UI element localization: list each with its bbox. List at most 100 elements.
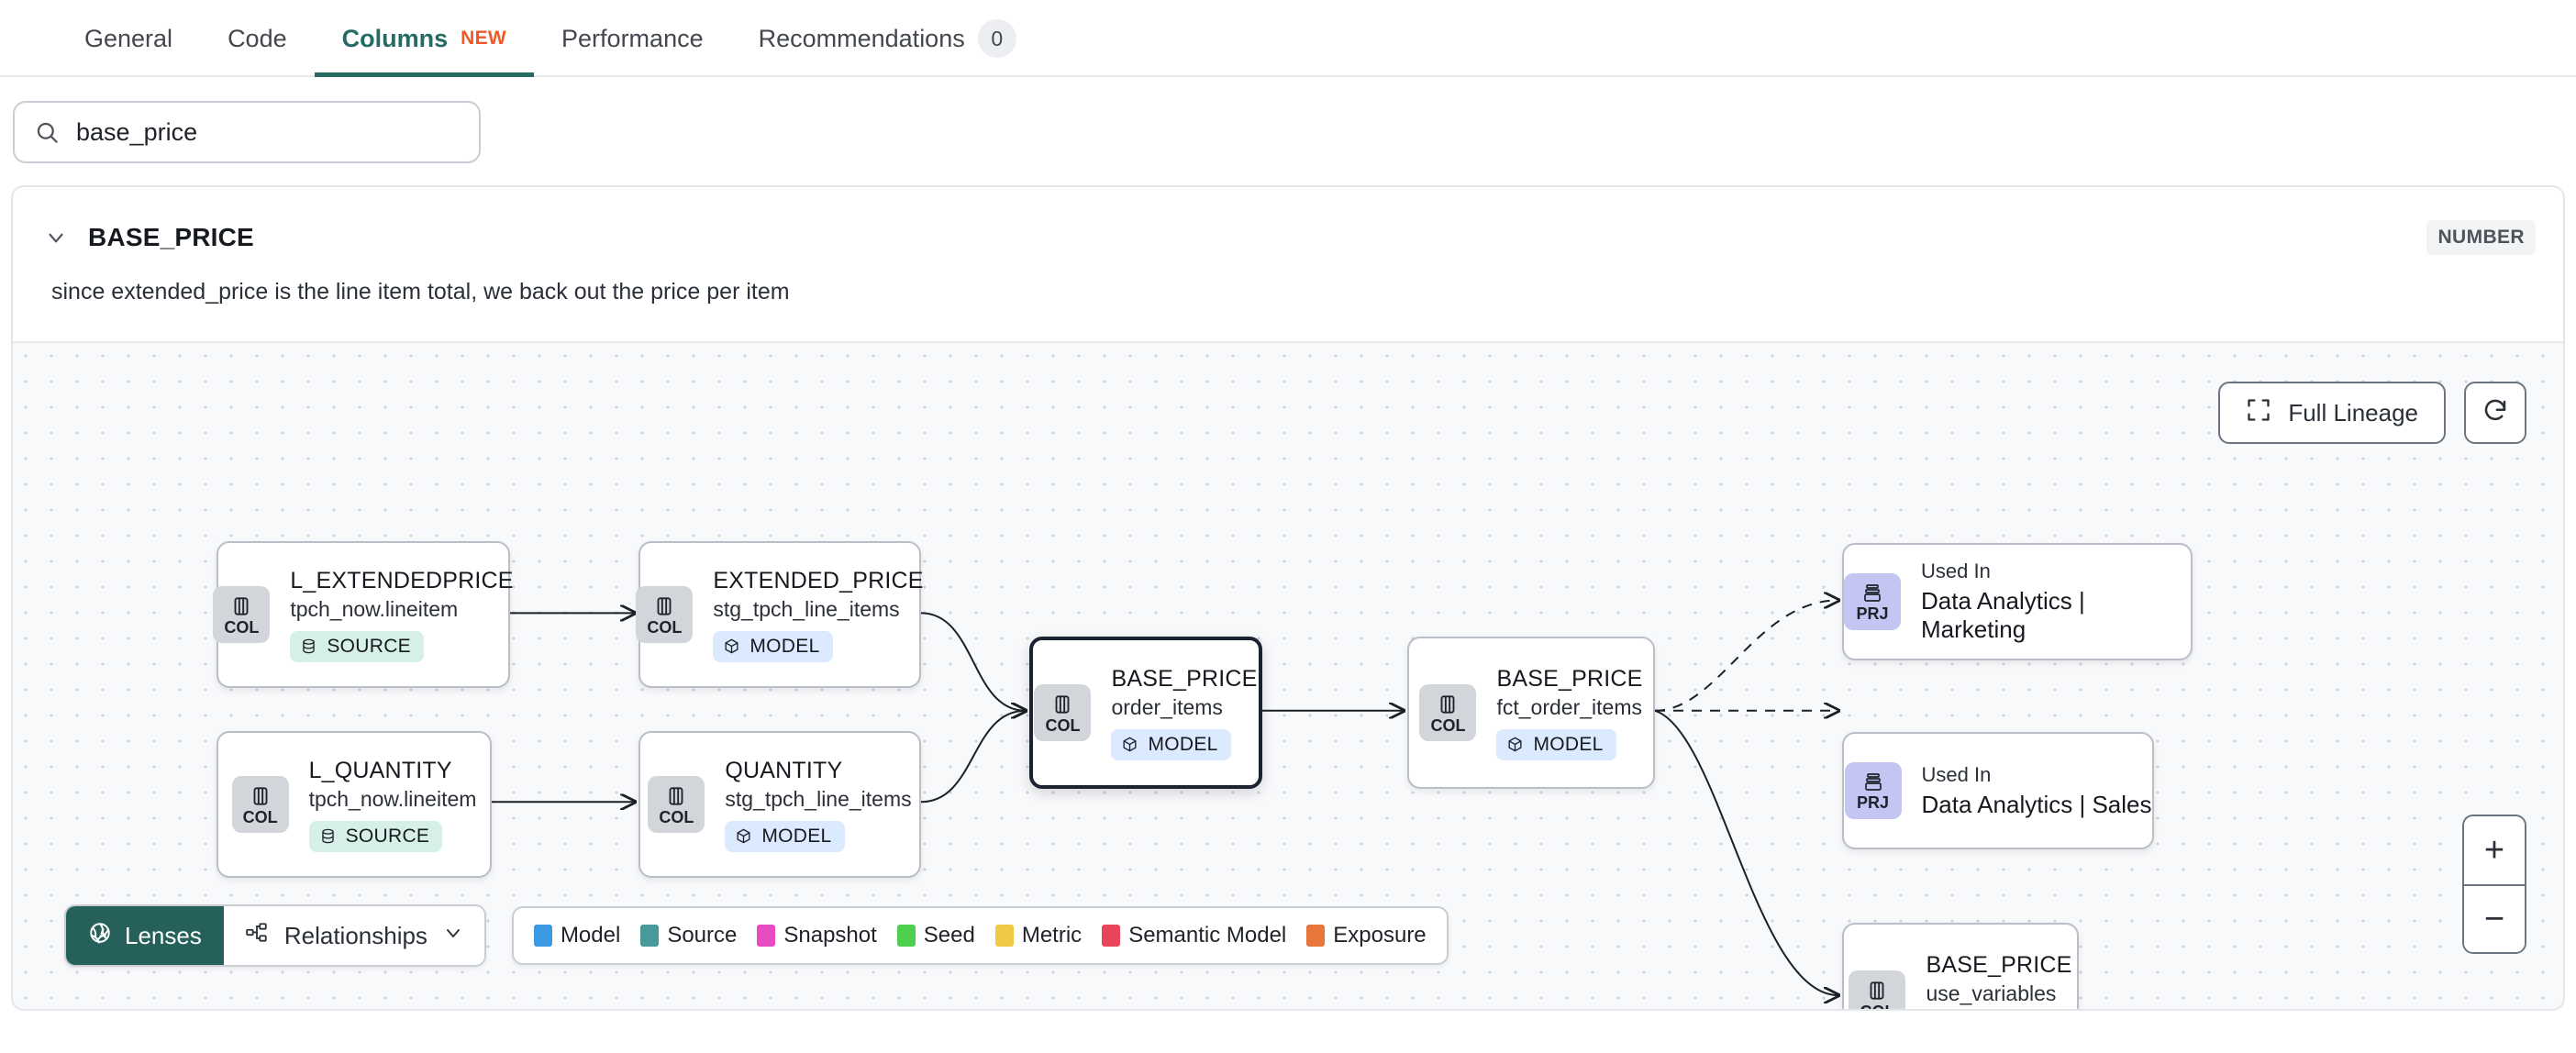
tab-recommendations[interactable]: Recommendations 0 (731, 0, 1044, 77)
tab-label: Performance (561, 24, 704, 52)
node-name: Data Analytics | Marketing (1921, 587, 2085, 643)
zoom-out-button[interactable]: − (2464, 884, 2525, 952)
node-name: QUANTITY (725, 757, 843, 783)
cube-icon (1123, 737, 1137, 752)
lineage-node-quantity[interactable]: COL QUANTITY stg_tpch_line_items MODEL (638, 731, 921, 878)
column-type-icon: COL (231, 776, 289, 833)
legend-label: Model (560, 923, 621, 948)
chevron-down-icon (442, 922, 464, 950)
badge-label: COL (659, 807, 694, 826)
full-lineage-label: Full Lineage (2288, 398, 2418, 427)
chip-label: SOURCE (345, 825, 430, 847)
column-type-badge: NUMBER (2426, 220, 2536, 255)
chip-label: MODEL (1533, 733, 1604, 755)
cube-icon (1508, 737, 1522, 752)
node-subtitle: order_items (1111, 694, 1223, 719)
node-chip-model: MODEL (713, 630, 833, 662)
search-area (0, 77, 2576, 185)
lineage-node-base-price-fct-order-items[interactable]: COL BASE_PRICE fct_order_items MODEL (1407, 637, 1655, 789)
relationships-label: Relationships (283, 921, 427, 949)
tab-label: General (84, 24, 173, 52)
zoom-in-button[interactable]: + (2464, 816, 2525, 884)
tab-code[interactable]: Code (200, 0, 315, 77)
legend-item-metric: Metric (994, 923, 1083, 948)
relationships-button[interactable]: Relationships (223, 906, 484, 965)
legend-item-model: Model (533, 923, 621, 948)
full-lineage-button[interactable]: Full Lineage (2218, 382, 2446, 444)
legend-swatch (896, 925, 916, 947)
column-type-icon: COL (1034, 684, 1092, 741)
node-name: BASE_PRICE (1496, 665, 1643, 692)
lineage-node-l-quantity[interactable]: COL L_QUANTITY tpch_now.lineitem SOURCE (217, 731, 492, 878)
legend-swatch (1306, 925, 1326, 947)
tab-general[interactable]: General (57, 0, 200, 77)
column-description: since extended_price is the line item to… (51, 279, 790, 305)
search-icon (35, 120, 60, 145)
node-name: L_QUANTITY (308, 757, 452, 783)
node-subtitle: tpch_now.lineitem (290, 596, 459, 621)
lenses-label: Lenses (125, 921, 202, 949)
lineage-bottom-bar: Lenses Relationships (64, 904, 1449, 967)
lineage-canvas[interactable]: COL L_EXTENDEDPRICE tpch_now.lineitem SO… (13, 341, 2563, 1009)
node-name: L_EXTENDEDPRICE (290, 567, 514, 593)
search-input[interactable] (76, 117, 459, 147)
lineage-node-extended-price[interactable]: COL EXTENDED_PRICE stg_tpch_line_items M… (636, 541, 924, 688)
legend-item-source: Source (640, 923, 737, 948)
legend-label: Seed (923, 923, 975, 948)
node-chip-model: MODEL (1111, 728, 1231, 760)
node-name: Data Analytics | Sales (1921, 790, 2152, 818)
relationships-icon (244, 921, 270, 951)
node-name: EXTENDED_PRICE (713, 567, 924, 593)
column-type-icon: COL (213, 586, 271, 643)
expand-icon (2246, 397, 2271, 429)
badge-label: PRJ (1856, 793, 1889, 812)
chip-label: MODEL (761, 825, 832, 847)
node-chip-source: SOURCE (290, 630, 424, 662)
chevron-down-icon[interactable] (40, 222, 72, 253)
legend-swatch (640, 925, 660, 947)
column-name: BASE_PRICE (88, 223, 254, 251)
tab-label: Recommendations (758, 24, 965, 52)
project-type-icon: PRJ (1844, 573, 1901, 630)
refresh-icon (2482, 397, 2509, 429)
node-chip-source: SOURCE (308, 820, 443, 852)
column-type-icon: COL (1419, 684, 1477, 741)
legend-item-semantic-model: Semantic Model (1102, 923, 1286, 948)
chip-label: SOURCE (327, 635, 411, 657)
project-type-icon: PRJ (1844, 762, 1902, 819)
badge-label: COL (224, 617, 260, 637)
lenses-button[interactable]: Lenses (66, 906, 224, 965)
lineage-node-l-extendedprice[interactable]: COL L_EXTENDEDPRICE tpch_now.lineitem SO… (213, 541, 514, 688)
tab-performance[interactable]: Performance (534, 0, 731, 77)
badge-label: PRJ (1856, 604, 1889, 623)
node-chip-model: MODEL (1496, 728, 1616, 760)
search-box[interactable] (13, 101, 481, 163)
recommendations-count-badge: 0 (977, 19, 1016, 58)
column-type-icon: COL (648, 776, 705, 833)
lineage-node-project-sales[interactable]: PRJ Used In Data Analytics | Sales (1842, 732, 2154, 849)
legend-item-seed: Seed (896, 923, 975, 948)
tab-bar: General Code Columns NEW Performance Rec… (0, 0, 2576, 77)
zoom-controls: + − (2462, 815, 2526, 954)
lineage-node-project-marketing[interactable]: PRJ Used In Data Analytics | Marketing (1842, 543, 2193, 660)
node-name: BASE_PRICE (1926, 951, 2072, 978)
legend-label: Metric (1021, 923, 1083, 948)
badge-label: COL (1045, 715, 1081, 735)
node-subtitle: fct_order_items (1496, 694, 1642, 719)
tab-new-badge: NEW (461, 28, 507, 49)
database-icon (303, 638, 316, 654)
tab-columns[interactable]: Columns NEW (314, 0, 535, 77)
node-used-in-label: Used In (1921, 560, 1991, 582)
lineage-node-base-price-use-variables[interactable]: COL BASE_PRICE use_variables MODEL (1842, 923, 2079, 1009)
tab-label: Code (228, 24, 287, 52)
refresh-button[interactable] (2464, 382, 2526, 444)
lineage-node-base-price-order-items[interactable]: COL BASE_PRICE order_items MODEL (1029, 637, 1262, 789)
aperture-icon (88, 921, 112, 951)
node-subtitle: stg_tpch_line_items (725, 786, 912, 811)
lineage-top-controls: Full Lineage (2218, 382, 2526, 444)
cube-icon (725, 638, 738, 654)
legend-swatch (533, 925, 552, 947)
node-used-in-label: Used In (1921, 762, 1992, 786)
legend-label: Snapshot (783, 923, 877, 948)
legend-label: Exposure (1333, 923, 1427, 948)
